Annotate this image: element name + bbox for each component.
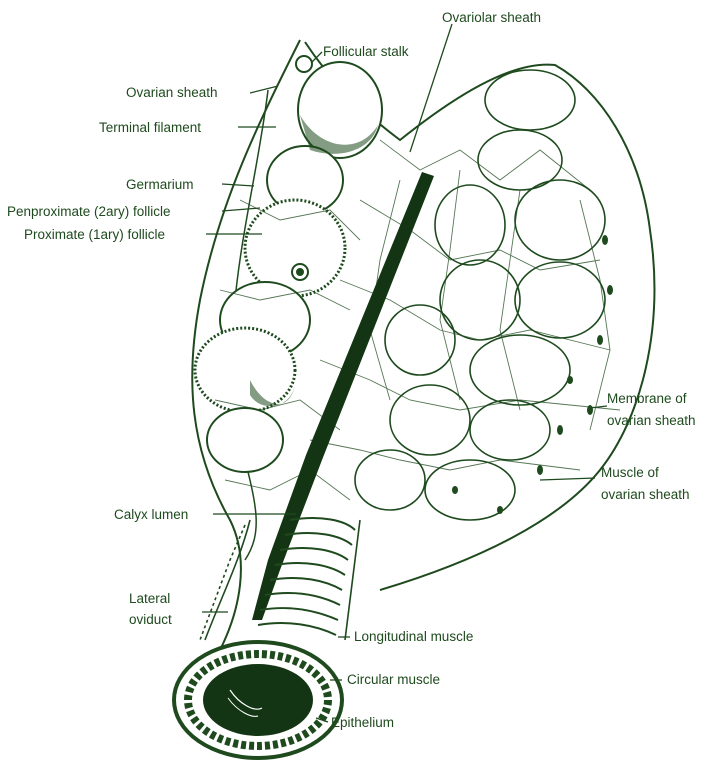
oviduct-cross-section <box>174 642 342 758</box>
label-muscle-line1: Muscle of <box>601 465 659 480</box>
oviduct-lumen <box>203 664 313 736</box>
label-longitudinal-muscle: Longitudinal muscle <box>354 629 473 644</box>
label-lateral-oviduct-line1: Lateral <box>129 591 170 606</box>
label-follicular-stalk: Follicular stalk <box>323 44 409 59</box>
label-ovariolar-sheath: Ovariolar sheath <box>442 10 541 25</box>
label-ovarian-sheath: Ovarian sheath <box>126 85 218 100</box>
left-ovariole-follicles <box>195 56 382 472</box>
sheath-muscle-dots <box>452 235 613 514</box>
label-lateral-oviduct-line2: oviduct <box>129 612 172 627</box>
label-circular-muscle: Circular muscle <box>347 672 440 687</box>
label-proximate-follicle: Proximate (1ary) follicle <box>24 227 165 242</box>
label-membrane-line1: Membrane of <box>607 391 687 406</box>
label-calyx-lumen: Calyx lumen <box>114 507 188 522</box>
label-terminal-filament: Terminal filament <box>99 120 201 135</box>
right-ovariole-follicles <box>355 70 605 520</box>
label-muscle-line2: ovarian sheath <box>601 487 690 502</box>
germarium-cell <box>296 56 312 72</box>
follicle-5 <box>195 328 295 412</box>
label-penproximate-follicle: Penproximate (2ary) follicle <box>7 204 171 219</box>
label-epithelium: Epithelium <box>331 715 394 730</box>
label-membrane-line2: ovarian sheath <box>607 413 696 428</box>
label-germarium: Germarium <box>126 177 194 192</box>
follicle-6 <box>207 408 283 472</box>
